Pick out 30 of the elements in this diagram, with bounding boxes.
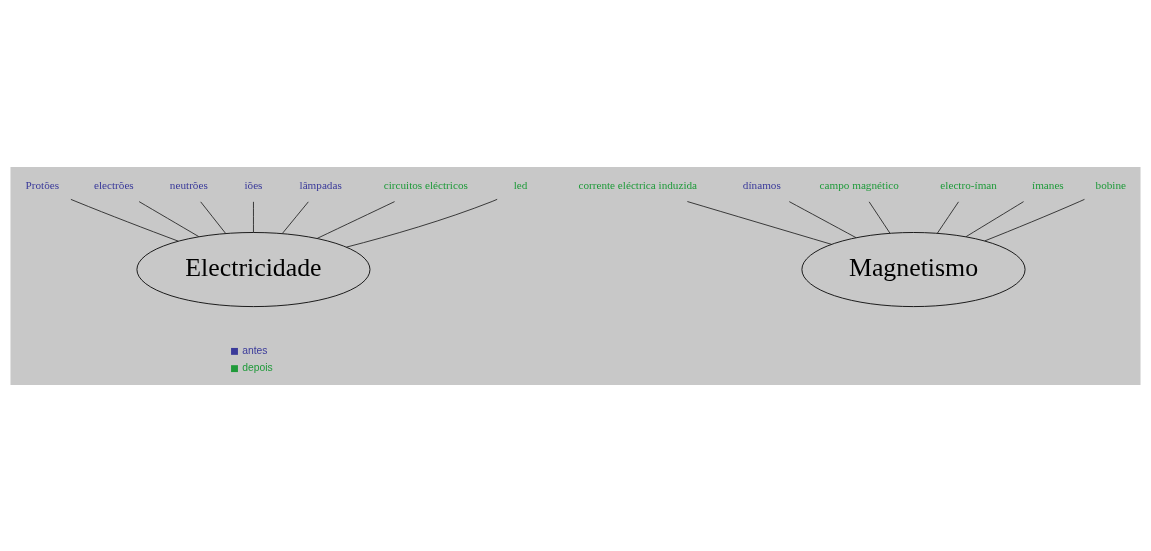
node-text: campo magnético — [819, 178, 899, 191]
connector — [937, 200, 959, 233]
node-text: corrente eléctrica induzida — [578, 178, 698, 191]
node-text: lâmpadas — [299, 178, 342, 191]
connector — [70, 198, 179, 242]
node-text: Protões — [25, 178, 60, 191]
connector — [965, 200, 1024, 237]
legend-label: antes — [242, 344, 268, 356]
connector — [686, 200, 832, 245]
node-ellipse: Electricidade — [136, 231, 371, 307]
node-ellipse: Magnetismo — [801, 231, 1026, 307]
node-text: circuitos eléctricos — [383, 178, 468, 191]
node-text: electrões — [93, 178, 134, 191]
node-text: electro-íman — [940, 178, 997, 191]
connector — [316, 200, 395, 239]
node-text: led — [513, 178, 528, 191]
connector — [984, 198, 1085, 241]
connector — [282, 200, 309, 234]
node-text: dínamos — [742, 178, 781, 191]
node-text: bobine — [1095, 178, 1127, 191]
connector — [253, 200, 254, 233]
connector — [138, 200, 200, 237]
node-text: ímanes — [1032, 178, 1064, 191]
legend-label: depois — [242, 361, 273, 373]
connector — [868, 200, 891, 233]
connector — [345, 198, 498, 248]
connector — [200, 200, 226, 234]
node-text: iões — [244, 178, 263, 191]
node-text: neutrões — [169, 178, 208, 191]
connector — [788, 200, 857, 238]
